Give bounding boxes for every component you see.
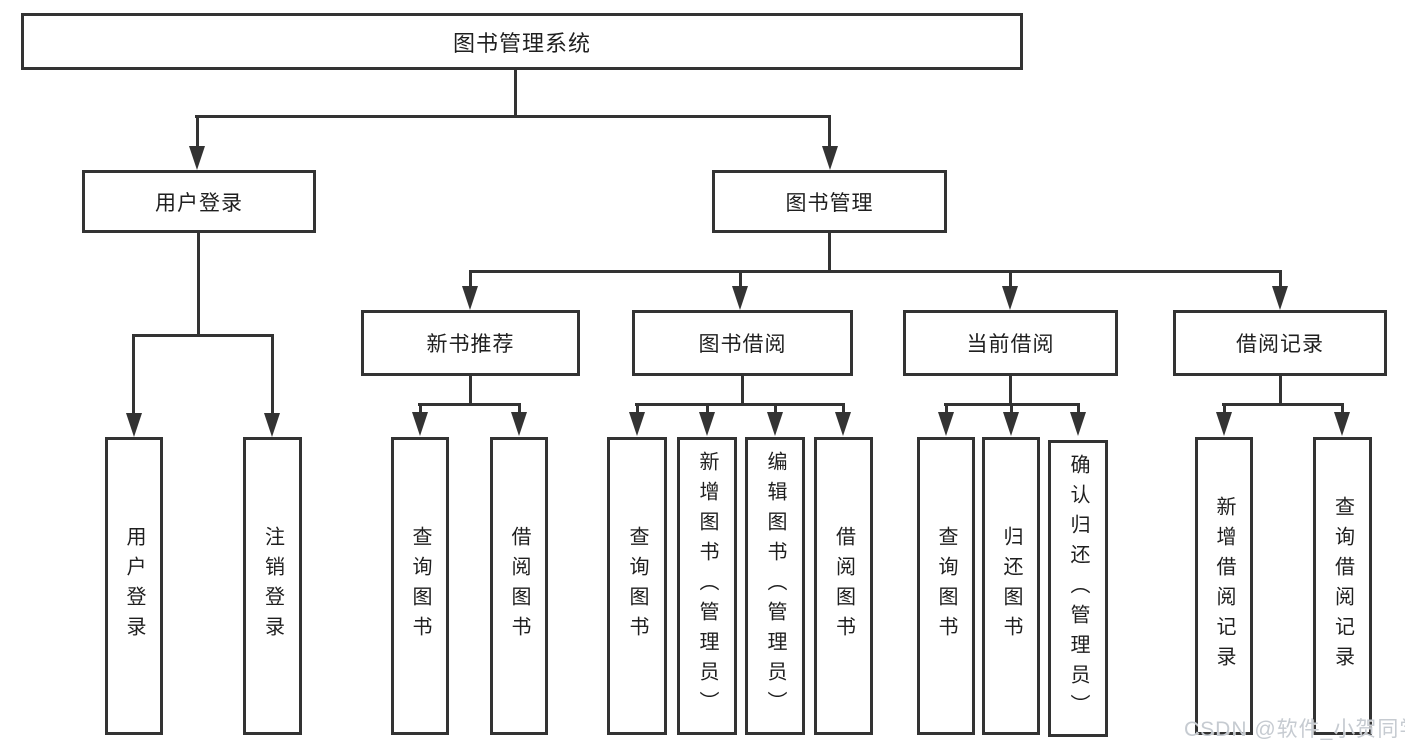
arrow-down-nb-query [412,412,428,436]
leaf-bb-edit-book-admin-label: 编辑图书（管理员） [764,451,786,721]
node-book-mgmt: 图书管理 [712,170,947,233]
arrow-down-br-add [1216,412,1232,436]
leaf-bb-borrow-book: 借阅图书 [814,437,873,735]
connector-drop-cb-query [945,403,948,417]
connector-root-stem [514,70,517,117]
leaf-nb-query-book-label: 查询图书 [409,526,431,646]
arrow-down-user-login [189,146,205,170]
connector-borrow-records-branch [1222,403,1344,406]
connector-drop-br-add [1223,403,1226,417]
node-user-login: 用户登录 [82,170,316,233]
connector-drop-br-query [1341,403,1344,417]
leaf-cb-confirm-return-admin-label: 确认归还（管理员） [1067,453,1089,724]
leaf-bb-borrow-book-label: 借阅图书 [832,526,855,646]
connector-book-mgmt-stem [828,233,831,272]
leaf-user-login: 用户登录 [105,437,163,735]
leaf-bb-add-book-admin: 新增图书（管理员） [677,437,737,735]
leaf-nb-borrow-book: 借阅图书 [490,437,548,735]
leaf-logout-label: 注销登录 [261,526,284,646]
connector-drop-book-borrow [739,270,742,293]
arrow-down-new-book [462,286,478,310]
node-new-book-rec-label: 新书推荐 [426,333,515,356]
connector-drop-ul-login [132,334,135,420]
arrow-down-ul-logout [264,413,280,437]
node-root: 图书管理系统 [21,13,1023,70]
leaf-bb-edit-book-admin: 编辑图书（管理员） [745,437,805,735]
leaf-cb-query-book: 查询图书 [917,437,975,735]
connector-drop-book-mgmt [828,115,831,151]
arrow-down-book-borrow [732,286,748,310]
connector-current-borrow-stem [1009,376,1012,405]
leaf-br-query-record: 查询借阅记录 [1313,437,1372,735]
node-current-borrow-label: 当前借阅 [966,333,1055,356]
node-current-borrow: 当前借阅 [903,310,1118,376]
node-root-label: 图书管理系统 [452,30,591,56]
leaf-cb-return-book-label: 归还图书 [1000,526,1022,646]
node-user-login-label: 用户登录 [155,191,243,215]
connector-new-book-stem [469,376,472,405]
leaf-br-query-record-label: 查询借阅记录 [1331,496,1354,676]
connector-drop-bb-add [706,403,709,417]
node-book-mgmt-label: 图书管理 [785,191,874,215]
node-new-book-rec: 新书推荐 [361,310,580,376]
node-borrow-records-label: 借阅记录 [1236,333,1324,356]
arrow-down-nb-borrow [511,412,527,436]
connector-new-book-branch [418,403,521,406]
connector-drop-current-borrow [1009,270,1012,293]
leaf-bb-query-book: 查询图书 [607,437,667,735]
arrow-down-bb-borrow [835,412,851,436]
connector-drop-cb-confirm [1077,403,1080,417]
arrow-down-br-query [1334,412,1350,436]
connector-drop-borrow-records [1279,270,1282,293]
leaf-nb-query-book: 查询图书 [391,437,449,735]
arrow-down-bb-query [629,412,645,436]
arrow-down-bb-edit [767,412,783,436]
connector-drop-user-login [196,115,199,151]
connector-drop-bb-query [636,403,639,417]
leaf-nb-borrow-book-label: 借阅图书 [508,526,530,646]
leaf-cb-confirm-return-admin: 确认归还（管理员） [1048,440,1108,737]
connector-root-branch [195,115,831,118]
arrow-down-ul-login [126,413,142,437]
connector-user-login-branch [132,334,274,337]
connector-book-mgmt-branch [469,270,1282,273]
leaf-bb-query-book-label: 查询图书 [626,526,648,646]
connector-book-borrow-branch [635,403,845,406]
connector-book-borrow-stem [741,376,744,405]
arrow-down-bb-add [699,412,715,436]
node-borrow-records: 借阅记录 [1173,310,1387,376]
leaf-user-login-label: 用户登录 [123,526,145,646]
node-book-borrow-label: 图书借阅 [698,333,787,356]
leaf-bb-add-book-admin-label: 新增图书（管理员） [696,451,718,721]
connector-drop-new-book [469,270,472,293]
connector-drop-bb-borrow [842,403,845,417]
arrow-down-book-mgmt [822,146,838,170]
connector-user-login-stem [197,233,200,336]
leaf-cb-query-book-label: 查询图书 [935,526,957,646]
connector-drop-ul-logout [271,334,274,420]
connector-drop-bb-edit [774,403,777,417]
connector-drop-cb-return [1010,403,1013,417]
arrow-down-cb-return [1003,412,1019,436]
leaf-br-add-record-label: 新增借阅记录 [1213,496,1235,676]
arrow-down-cb-confirm [1070,412,1086,436]
leaf-cb-return-book: 归还图书 [982,437,1040,735]
connector-borrow-records-stem [1279,376,1282,405]
watermark: CSDN @软件_小贺同学 [1184,718,1405,741]
node-book-borrow: 图书借阅 [632,310,853,376]
leaf-br-add-record: 新增借阅记录 [1195,437,1253,735]
connector-drop-nb-query [419,403,422,417]
leaf-logout: 注销登录 [243,437,302,735]
connector-drop-nb-borrow [518,403,521,417]
arrow-down-current-borrow [1002,286,1018,310]
arrow-down-borrow-records [1272,286,1288,310]
arrow-down-cb-query [938,412,954,436]
